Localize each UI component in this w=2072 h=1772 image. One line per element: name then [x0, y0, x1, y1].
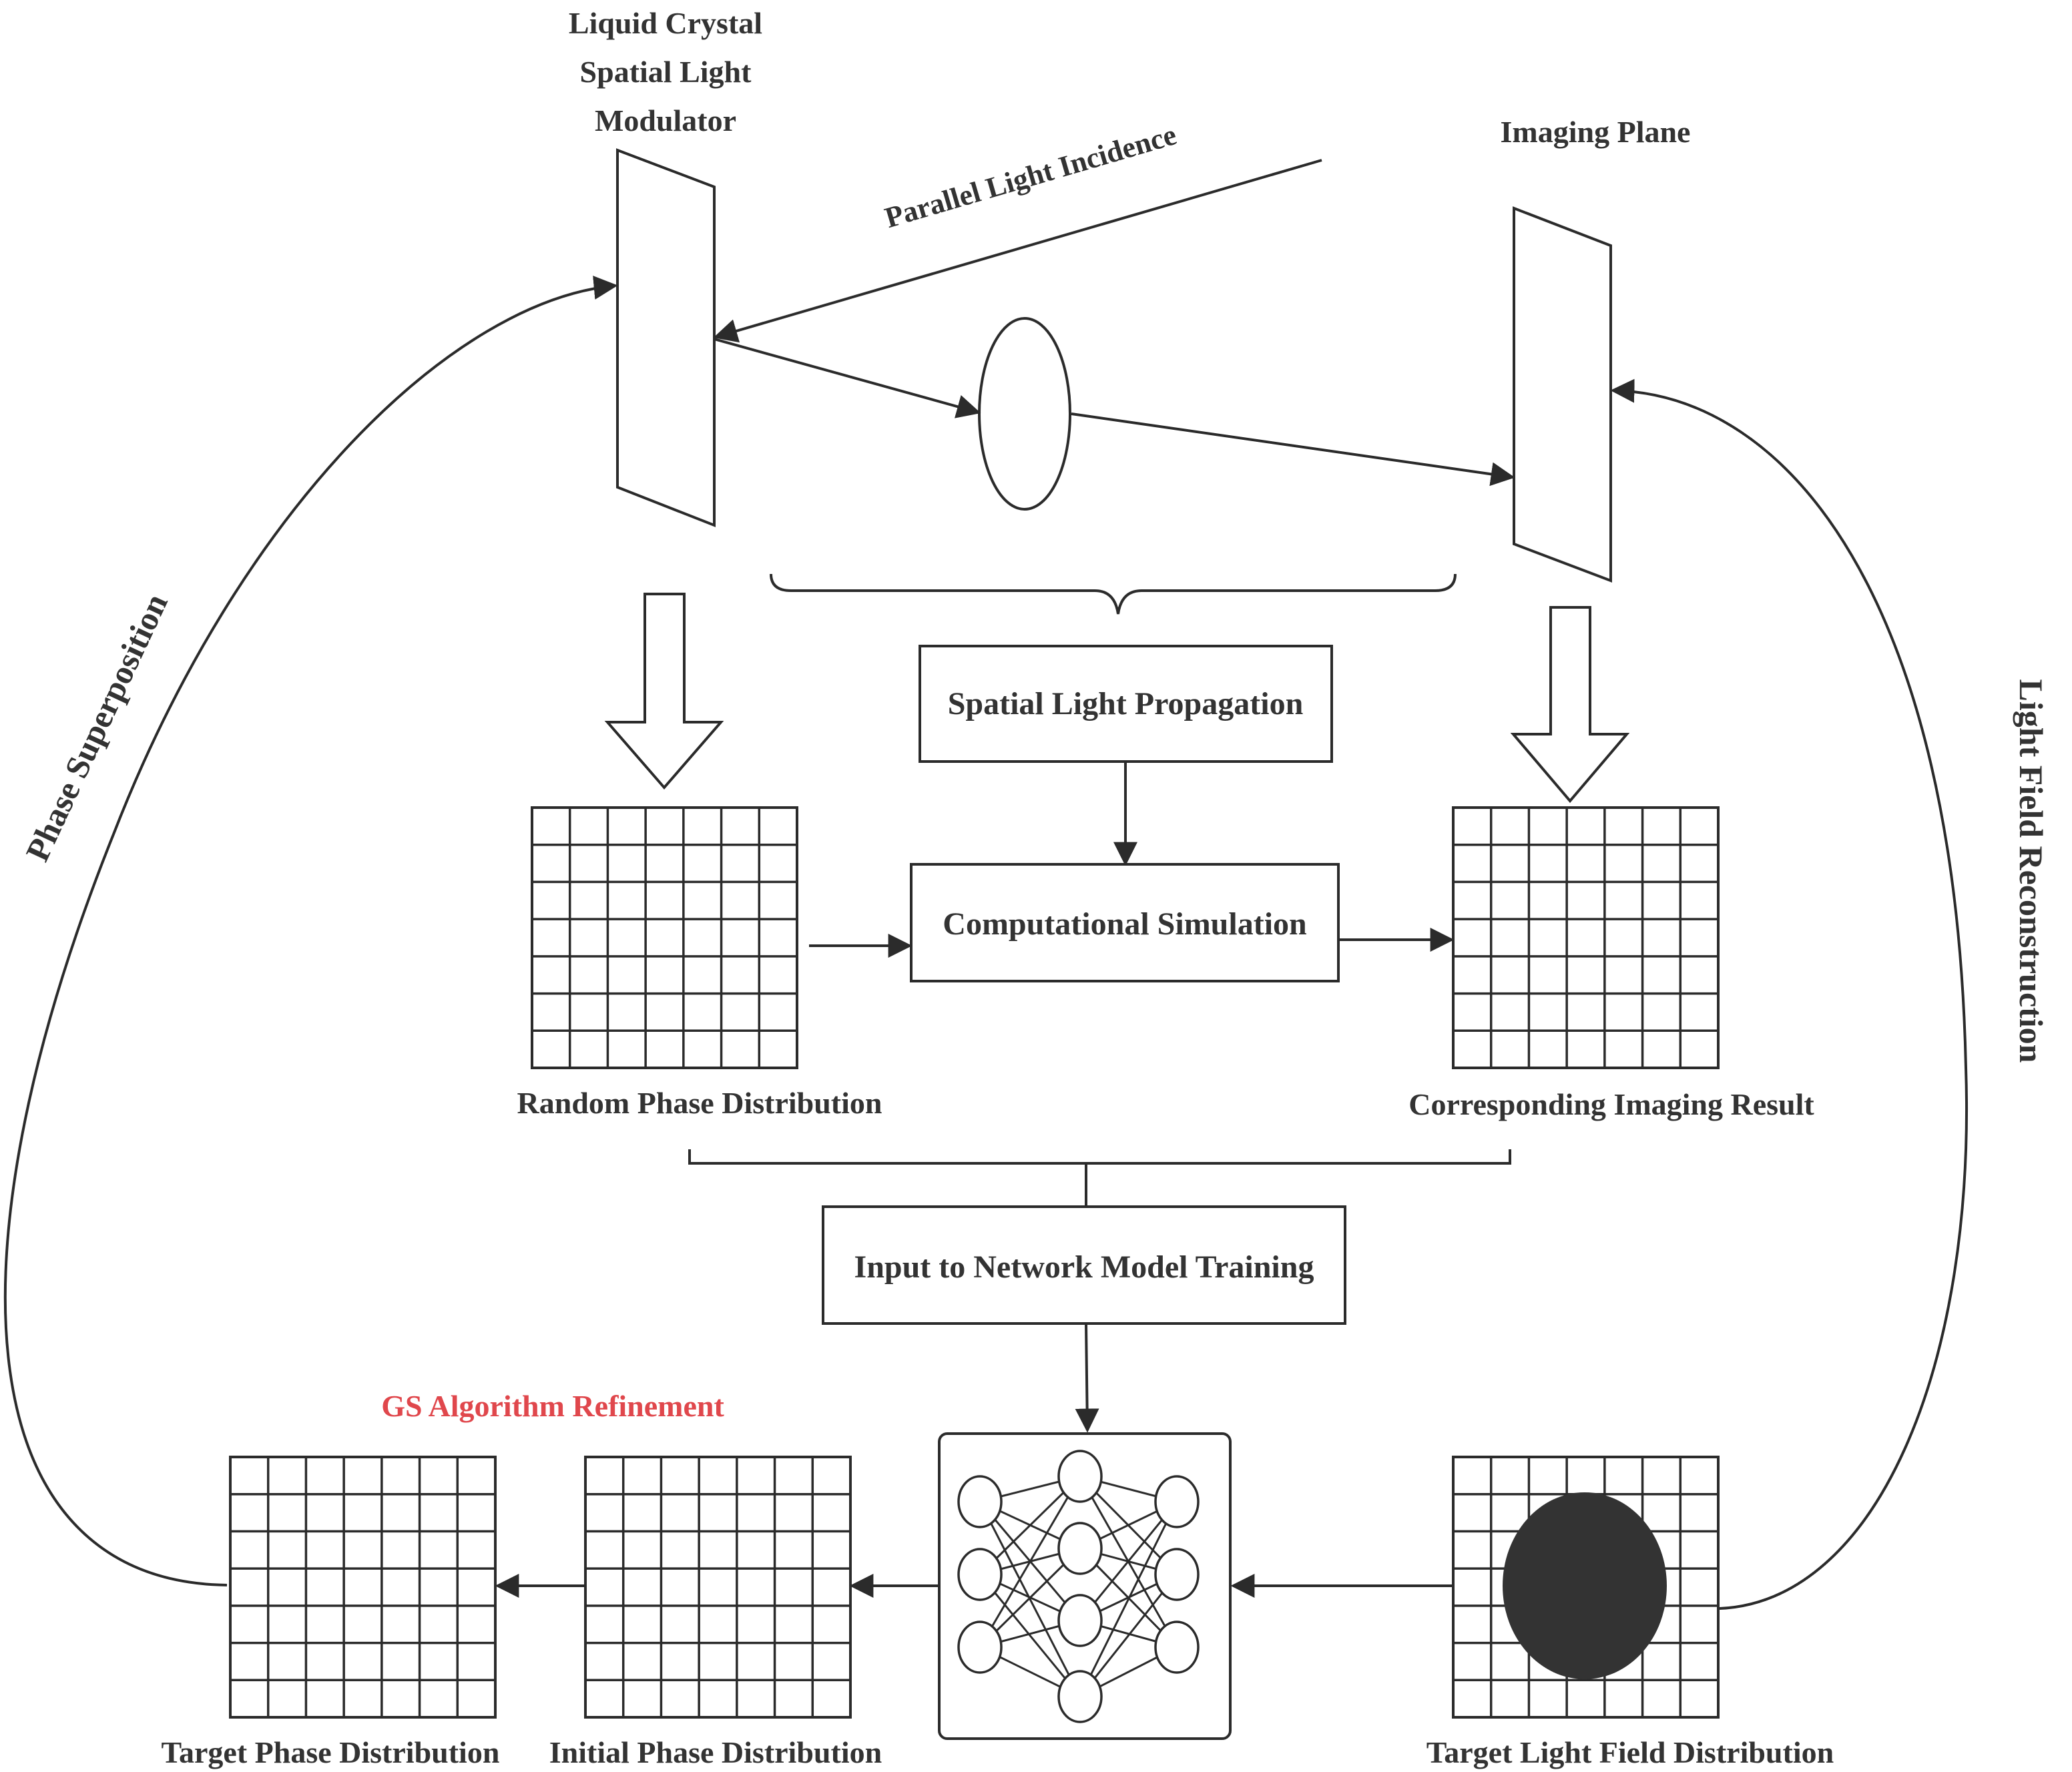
nn-connection	[1079, 1501, 1178, 1621]
phase-superposition-label: Phase Superposition	[18, 588, 175, 867]
grid-frame	[531, 806, 798, 1069]
target-light-spot	[1503, 1492, 1667, 1679]
grid-frame	[1452, 806, 1720, 1069]
random-phase-label: Random Phase Distribution	[517, 1086, 882, 1120]
target-phase-label: Target Phase Distribution	[162, 1735, 500, 1769]
imaging-plane-label: Imaging Plane	[1501, 115, 1691, 149]
spatial-propagation-label: Spatial Light Propagation	[948, 686, 1304, 721]
training-to-network-arrow	[1075, 1323, 1099, 1433]
light-field-reconstruction-curve	[1610, 378, 1968, 1610]
nn-node	[957, 1475, 1003, 1528]
grid-frame	[584, 1456, 852, 1719]
light-field-reconstruction-label: Light Field Reconstruction	[2013, 679, 2050, 1063]
nn-connection	[979, 1476, 1081, 1648]
phase-superposition-curve	[4, 276, 618, 1586]
slm-label-line2: Spatial Light	[580, 55, 752, 89]
imaging-result-grid	[1452, 806, 1720, 1069]
plane-down-arrow	[1510, 606, 1630, 804]
lens-to-plane-arrow	[1071, 412, 1515, 487]
computational-simulation-label: Computational Simulation	[943, 906, 1306, 942]
nn-node	[1154, 1475, 1200, 1528]
nn-node	[1057, 1594, 1103, 1647]
imaging-result-label: Corresponding Imaging Result	[1408, 1087, 1814, 1121]
spatial-propagation-box	[919, 645, 1333, 763]
slm-to-lens-arrow	[714, 338, 981, 418]
nn-node	[957, 1548, 1003, 1601]
parallel-light-label: Parallel Light Incidence	[881, 118, 1180, 234]
neural-network-icon	[938, 1432, 1232, 1740]
random-phase-grid	[531, 806, 798, 1069]
slm-label-line1: Liquid Crystal	[569, 6, 762, 40]
initial-phase-label: Initial Phase Distribution	[549, 1735, 882, 1769]
propagation-brace	[770, 573, 1457, 615]
nn-connection	[979, 1574, 1081, 1697]
lens-icon	[978, 317, 1071, 511]
imaging-plane-panel	[1513, 206, 1612, 583]
nn-node	[1154, 1548, 1200, 1601]
grid-frame	[229, 1456, 497, 1719]
slm-down-arrow	[604, 593, 724, 790]
nn-node	[1057, 1670, 1103, 1723]
computational-simulation-box	[910, 863, 1340, 982]
nn-node	[1154, 1620, 1200, 1674]
target-light-field-label: Target Light Field Distribution	[1427, 1735, 1834, 1769]
nn-node	[1057, 1450, 1103, 1503]
nn-node	[957, 1620, 1003, 1674]
nn-connection	[1079, 1574, 1178, 1697]
nn-node	[1057, 1522, 1103, 1575]
slm-label-line3: Modulator	[595, 103, 736, 137]
gs-refinement-label: GS Algorithm Refinement	[381, 1389, 724, 1423]
network-training-label: Input to Network Model Training	[854, 1249, 1314, 1285]
network-training-box	[822, 1205, 1346, 1325]
target-phase-grid	[229, 1456, 497, 1719]
training-bracket	[688, 1149, 1511, 1207]
initial-phase-grid	[584, 1456, 852, 1719]
slm-panel	[616, 148, 716, 527]
nn-connection	[1079, 1501, 1178, 1697]
parallel-light-arrow	[713, 159, 1322, 343]
